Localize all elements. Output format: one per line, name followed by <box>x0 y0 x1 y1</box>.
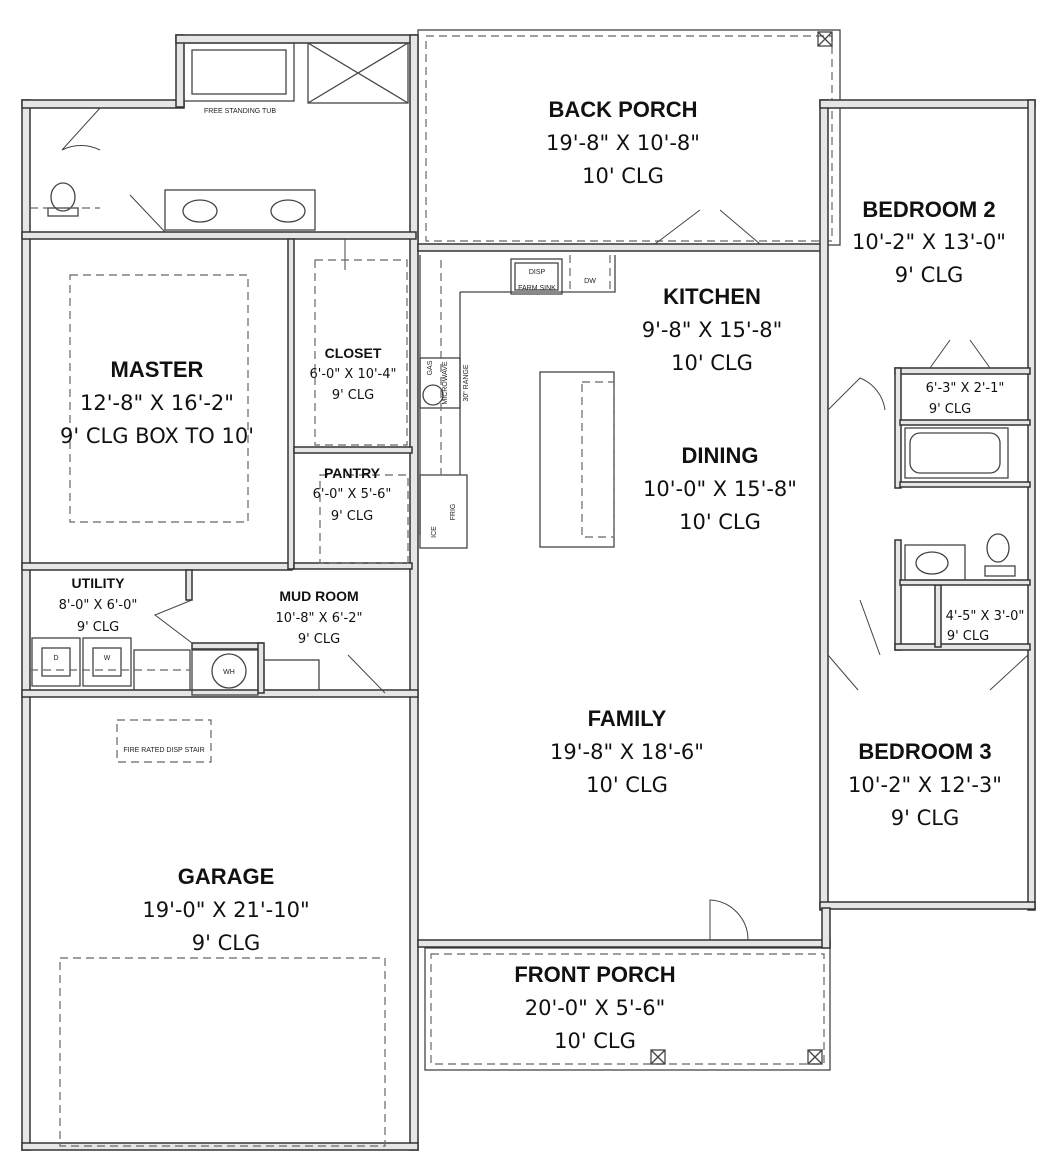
room-name: BEDROOM 3 <box>858 739 991 764</box>
disp-label: DISP <box>529 269 546 276</box>
room-name: DINING <box>682 443 759 468</box>
washer-label: W <box>104 655 111 662</box>
microwave-label: MICROWAVE <box>442 361 449 404</box>
ice-label: ICE <box>431 526 438 538</box>
room-name: FAMILY <box>588 706 667 731</box>
room-dims: 6'-3" X 2'-1" <box>926 381 1005 396</box>
room-dims: 6'-0" X 10'-4" <box>309 367 396 382</box>
room-dims: 10'-2" X 12'-3" <box>848 773 1002 797</box>
water-heater-label: WH <box>223 669 235 676</box>
room-ceiling: 10' CLG <box>671 351 753 375</box>
room-ceiling: 9' CLG <box>77 620 119 635</box>
farm-sink-label: FARM SINK <box>518 285 556 292</box>
front-porch-outline <box>424 947 831 1071</box>
room-dims: 9'-8" X 15'-8" <box>642 318 783 342</box>
room-master: MASTER 12'-8" X 16'-2" 9' CLG BOX TO 10' <box>60 357 254 448</box>
gas-label: GAS <box>427 360 434 375</box>
room-closet: CLOSET 6'-0" X 10'-4" 9' CLG <box>309 345 396 403</box>
room-dining: DINING 10'-0" X 15'-8" 10' CLG <box>643 443 797 534</box>
master-bath-fixtures <box>30 42 409 270</box>
room-utility: UTILITY 8'-0" X 6'-0" 9' CLG <box>59 575 138 635</box>
room-bedroom-3: BEDROOM 3 10'-2" X 12'-3" 9' CLG <box>848 739 1002 830</box>
room-name: MASTER <box>111 357 204 382</box>
room-pantry: PANTRY 6'-0" X 5'-6" 9' CLG <box>313 465 392 524</box>
room-ceiling: 9' CLG <box>331 509 373 524</box>
room-linen: 6'-3" X 2'-1" 9' CLG <box>926 381 1005 417</box>
room-kitchen: KITCHEN 9'-8" X 15'-8" 10' CLG <box>642 284 783 375</box>
kitchen-counters <box>419 255 616 549</box>
hall-bath-fixtures <box>827 339 1029 691</box>
stair-label: FIRE RATED DISP STAIR <box>123 747 204 754</box>
room-ceiling: 10' CLG <box>679 510 761 534</box>
room-ceiling: 9' CLG <box>891 806 959 830</box>
room-bedroom-2: BEDROOM 2 10'-2" X 13'-0" 9' CLG <box>852 197 1006 287</box>
stair-outline <box>116 719 212 763</box>
room-garage: GARAGE 19'-0" X 21'-10" 9' CLG <box>142 864 309 955</box>
front-door <box>709 899 749 941</box>
dryer-label: D <box>53 655 58 662</box>
tub-label: FREE STANDING TUB <box>204 108 276 115</box>
room-dims: 20'-0" X 5'-6" <box>525 996 666 1020</box>
room-name: PANTRY <box>324 465 381 481</box>
room-name: BACK PORCH <box>548 97 697 122</box>
room-name: FRONT PORCH <box>514 962 675 987</box>
room-mud-room: MUD ROOM 10'-8" X 6'-2" 9' CLG <box>275 588 362 647</box>
room-dims: 10'-8" X 6'-2" <box>275 611 362 626</box>
pantry-shelf <box>319 474 409 564</box>
dishwasher-label: DW <box>584 278 596 285</box>
room-dims: 10'-0" X 15'-8" <box>643 477 797 501</box>
room-ceiling: 10' CLG <box>554 1029 636 1053</box>
room-ceiling: 9' CLG <box>947 629 989 644</box>
room-ceiling: 9' CLG BOX TO 10' <box>60 424 254 448</box>
garage-door-outline <box>59 957 386 1147</box>
room-name: MUD ROOM <box>279 588 358 604</box>
room-ceiling: 9' CLG <box>192 931 260 955</box>
room-ceiling: 9' CLG <box>895 263 963 287</box>
walls <box>21 34 1036 1151</box>
room-back-porch: BACK PORCH 19'-8" X 10'-8" 10' CLG <box>546 97 700 188</box>
back-door <box>654 209 761 245</box>
room-ceiling: 10' CLG <box>582 164 664 188</box>
laundry-appliances <box>30 599 386 696</box>
room-name: GARAGE <box>178 864 275 889</box>
range-label: 30" RANGE <box>463 364 470 401</box>
room-dims: 19'-8" X 18'-6" <box>550 740 704 764</box>
frig-label: FRIG <box>450 504 457 521</box>
room-dims: 8'-0" X 6'-0" <box>59 598 138 613</box>
room-dims: 4'-5" X 3'-0" <box>946 609 1025 624</box>
room-ceiling: 9' CLG <box>332 388 374 403</box>
room-name: CLOSET <box>325 345 382 361</box>
room-name: UTILITY <box>72 575 126 591</box>
room-dims: 19'-8" X 10'-8" <box>546 131 700 155</box>
room-dims: 19'-0" X 21'-10" <box>142 898 309 922</box>
room-ceiling: 9' CLG <box>298 632 340 647</box>
room-dims: 12'-8" X 16'-2" <box>80 391 234 415</box>
room-front-porch: FRONT PORCH 20'-0" X 5'-6" 10' CLG <box>514 962 675 1053</box>
master-tray-ceiling <box>69 274 249 523</box>
room-name: BEDROOM 2 <box>862 197 995 222</box>
room-family: FAMILY 19'-8" X 18'-6" 10' CLG <box>550 706 704 797</box>
room-ceiling: 10' CLG <box>586 773 668 797</box>
room-name: KITCHEN <box>663 284 761 309</box>
room-dims: 10'-2" X 13'-0" <box>852 230 1006 254</box>
closet-shelf <box>314 259 408 446</box>
room-ceiling: 9' CLG <box>929 402 971 417</box>
room-hall-closet: 4'-5" X 3'-0" 9' CLG <box>946 609 1025 644</box>
room-dims: 6'-0" X 5'-6" <box>313 487 392 502</box>
